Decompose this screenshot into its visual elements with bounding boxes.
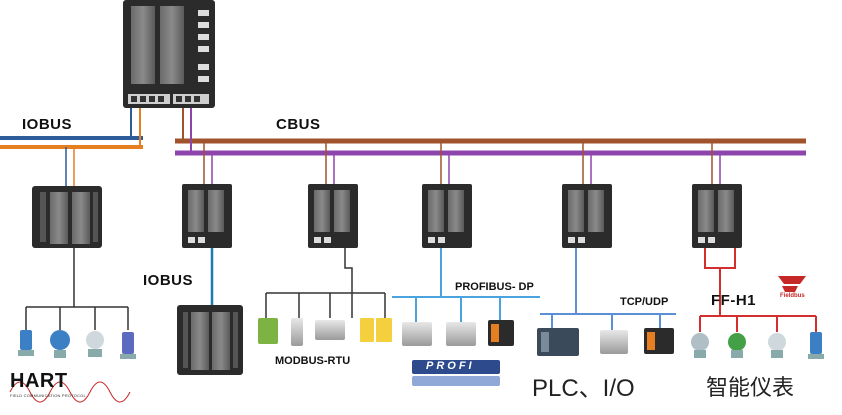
io-module-remote xyxy=(177,305,243,375)
hart-logo-text: HART xyxy=(10,370,68,392)
ff-lines xyxy=(699,248,817,332)
io-module-hart xyxy=(32,186,102,248)
hart-wave xyxy=(9,381,131,403)
cbus-label: CBUS xyxy=(276,116,321,133)
cbus-drops xyxy=(203,141,721,184)
hart-instruments xyxy=(18,330,136,359)
comm-module-tcp xyxy=(562,184,612,248)
ffh1-label: FF-H1 xyxy=(711,292,756,309)
profi-logo-text: PROFI xyxy=(426,360,475,372)
profibus-lines xyxy=(392,248,540,322)
profi-logo xyxy=(412,360,500,386)
comm-module-modbus xyxy=(308,184,358,248)
hart-logo: HART FIELD COMMUNICATION PROTOCOL xyxy=(10,370,86,398)
iobus-label-mid: IOBUS xyxy=(143,272,194,289)
profibus-label: PROFIBUS- DP xyxy=(455,281,534,293)
modbus-label: MODBUS-RTU xyxy=(275,355,351,367)
tcpudp-label: TCP/UDP xyxy=(620,296,669,308)
hart-logo-subtitle: FIELD COMMUNICATION PROTOCOL xyxy=(10,393,86,398)
comm-module-ff xyxy=(692,184,742,248)
smart-instruments-label: 智能仪表 xyxy=(706,375,795,400)
modbus-devices xyxy=(258,318,392,346)
ff-instruments xyxy=(691,332,824,359)
main-controller xyxy=(123,0,215,108)
modbus-lines xyxy=(265,248,386,318)
comm-module-1 xyxy=(182,184,232,248)
tcp-devices xyxy=(537,328,674,356)
iobus-label-top: IOBUS xyxy=(22,116,73,133)
profibus-devices xyxy=(402,320,514,346)
tcp-lines xyxy=(540,248,676,330)
fieldbus-logo-text: Fieldbus xyxy=(780,293,805,299)
fieldbus-logo xyxy=(778,276,806,292)
plc-io-label: PLC、I/O xyxy=(532,375,635,402)
comm-module-profibus xyxy=(422,184,472,248)
profi-logo-text-wrap: PROFI xyxy=(412,358,475,372)
